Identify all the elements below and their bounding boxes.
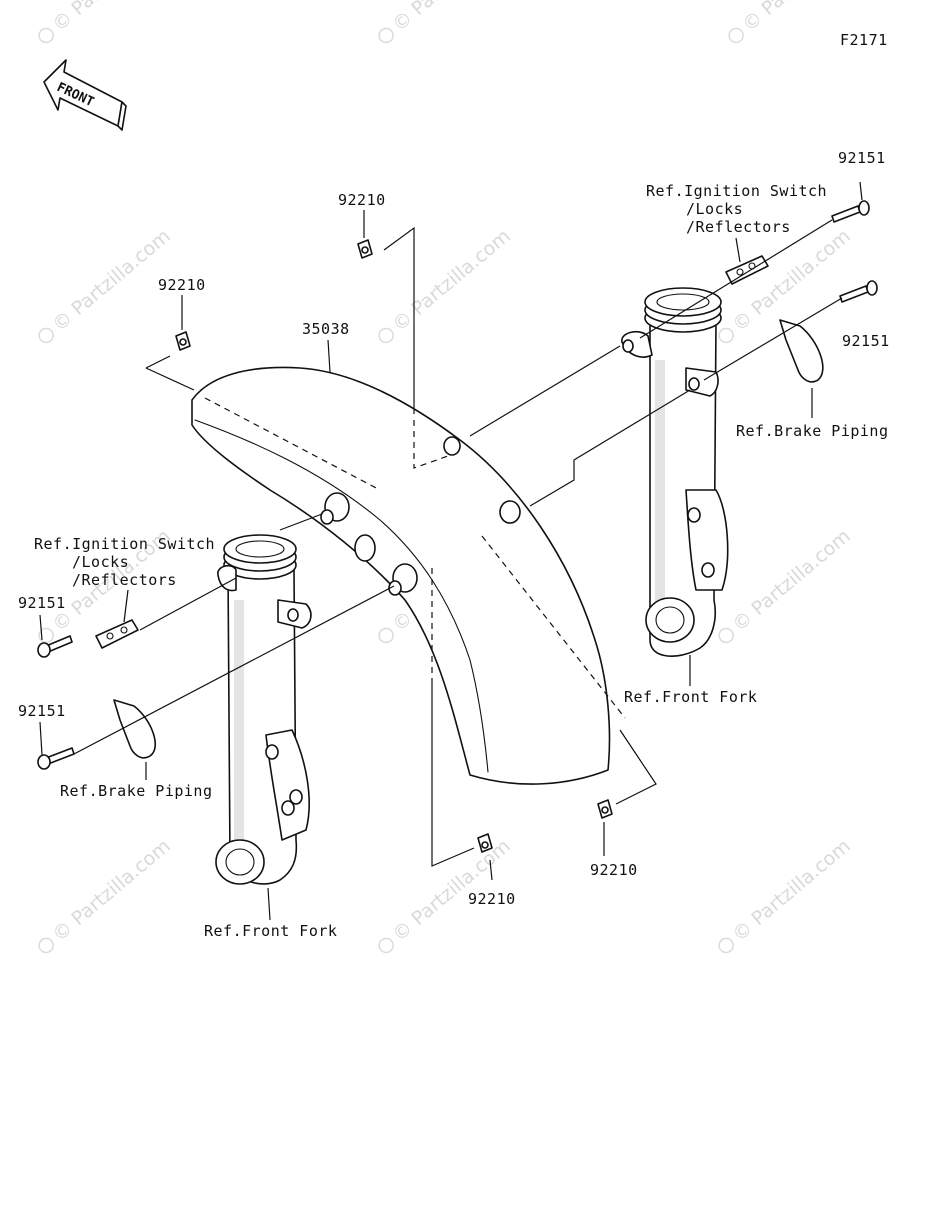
svg-text:© Partzilla.com: © Partzilla.com bbox=[728, 835, 854, 946]
part-number-bolt[interactable]: 92151 bbox=[838, 149, 886, 167]
svg-text:© Partzilla.com: © Partzilla.com bbox=[48, 835, 174, 946]
part-number-nut[interactable]: 92210 bbox=[590, 861, 638, 879]
front-fender bbox=[191, 366, 611, 785]
watermark: © Partzilla.com bbox=[718, 525, 855, 644]
part-number-nut[interactable]: 92210 bbox=[338, 191, 386, 209]
front-fork-right bbox=[621, 287, 729, 657]
nut-clip-icon bbox=[597, 799, 613, 819]
brake-clamp-right bbox=[779, 319, 824, 383]
reflector-bracket-left bbox=[95, 619, 139, 649]
fender-mount-right bbox=[443, 436, 521, 524]
svg-text:© Partzilla.com: © Partzilla.com bbox=[388, 0, 514, 36]
figure-code: F2171 bbox=[840, 31, 888, 49]
part-number-fender[interactable]: 35038 bbox=[302, 320, 350, 338]
ref-text-line: /Reflectors bbox=[72, 571, 177, 589]
watermark: © Partzilla.com bbox=[718, 835, 855, 954]
fender-mount-left bbox=[320, 492, 418, 596]
bolt-icon bbox=[831, 200, 870, 223]
reflector-bracket-right bbox=[725, 255, 769, 285]
nut-clip-icon bbox=[357, 239, 373, 259]
watermark: © Partzilla.com bbox=[378, 225, 515, 344]
part-number-bolt[interactable]: 92151 bbox=[18, 594, 66, 612]
ref-brake-piping-right[interactable]: Ref.Brake Piping bbox=[736, 422, 889, 440]
watermark: © Partzilla.com bbox=[38, 0, 175, 44]
svg-text:© Partzilla.com: © Partzilla.com bbox=[728, 225, 854, 336]
ref-text-line: Ref.Ignition Switch bbox=[34, 535, 215, 553]
part-number-nut[interactable]: 92210 bbox=[468, 890, 516, 908]
ref-ignition-left[interactable]: Ref.Ignition Switch /Locks /Reflectors bbox=[34, 535, 215, 589]
bolt-icon bbox=[839, 280, 878, 303]
part-number-bolt[interactable]: 92151 bbox=[842, 332, 890, 350]
ref-text-line: Ref.Ignition Switch bbox=[646, 182, 827, 200]
bolt-icon bbox=[37, 635, 73, 658]
svg-text:© Partzilla.com: © Partzilla.com bbox=[388, 225, 514, 336]
nut-clip-icon bbox=[477, 833, 493, 853]
bolt-icon bbox=[37, 747, 75, 770]
ref-brake-piping-left[interactable]: Ref.Brake Piping bbox=[60, 782, 213, 800]
watermark: © Partzilla.com bbox=[38, 835, 175, 954]
ref-front-fork-right[interactable]: Ref.Front Fork bbox=[624, 688, 757, 706]
ref-text-line: /Locks bbox=[686, 200, 743, 218]
ref-front-fork-left[interactable]: Ref.Front Fork bbox=[204, 922, 337, 940]
ref-text-line: /Reflectors bbox=[686, 218, 791, 236]
watermark: © Partzilla.com bbox=[378, 0, 515, 44]
front-fork-left bbox=[215, 534, 312, 885]
ref-text-line: /Locks bbox=[72, 553, 129, 571]
part-number-nut[interactable]: 92210 bbox=[158, 276, 206, 294]
svg-text:© Partzilla.com: © Partzilla.com bbox=[48, 225, 174, 336]
front-arrow-icon: FRONT bbox=[43, 59, 127, 131]
watermark: © Partzilla.com bbox=[38, 225, 175, 344]
svg-text:© Partzilla.com: © Partzilla.com bbox=[48, 0, 174, 36]
nut-clip-icon bbox=[175, 331, 191, 351]
leader-lines bbox=[39, 181, 863, 921]
ref-ignition-right[interactable]: Ref.Ignition Switch /Locks /Reflectors bbox=[646, 182, 827, 236]
brake-clamp-left bbox=[113, 699, 156, 759]
part-number-bolt[interactable]: 92151 bbox=[18, 702, 66, 720]
svg-text:© Partzilla.com: © Partzilla.com bbox=[728, 525, 854, 636]
